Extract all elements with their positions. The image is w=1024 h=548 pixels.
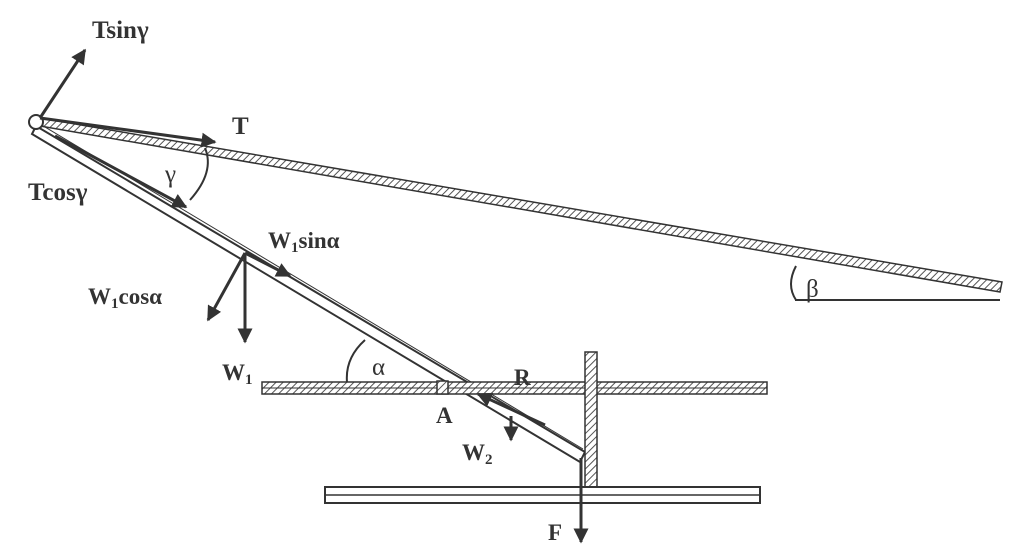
- label-beta: β: [806, 276, 819, 303]
- label-f: F: [548, 520, 562, 545]
- label-t-cos-gamma: Tcosγ: [28, 179, 88, 206]
- label-gamma: γ: [164, 161, 176, 188]
- label-w1-sin-alpha: W1sinα: [268, 228, 340, 256]
- support-block-a: [436, 380, 449, 395]
- label-alpha: α: [372, 354, 385, 381]
- label-a: A: [436, 403, 453, 428]
- t-arrow: [39, 116, 217, 148]
- boom: [30, 124, 587, 464]
- label-t: T: [232, 113, 249, 140]
- t-sin-gamma-arrow: [38, 48, 87, 119]
- beta-arc: [790, 265, 797, 301]
- label-w2: W2: [462, 440, 493, 468]
- label-w1-cos-alpha: W1cosα: [88, 284, 162, 312]
- pivot: [28, 114, 44, 130]
- r-arrow: [476, 392, 546, 427]
- w1-sin-alpha-arrow: [244, 251, 292, 278]
- label-r: R: [514, 365, 531, 390]
- alpha-arc: [345, 339, 366, 383]
- t-cos-gamma-arrow: [54, 134, 188, 209]
- vertical-post: [584, 351, 598, 491]
- label-w1: W1: [222, 360, 253, 388]
- gamma-arc: [189, 147, 209, 201]
- w1-cos-alpha-arrow: [206, 252, 247, 322]
- label-t-sin-gamma: Tsinγ: [92, 17, 149, 44]
